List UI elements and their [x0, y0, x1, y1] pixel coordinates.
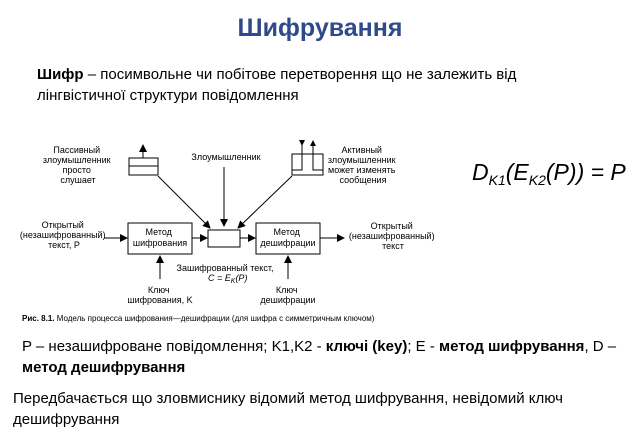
page-title: Шифрування	[237, 14, 403, 42]
assumption-note: Передбачається що зловмиснику відомий ме…	[13, 390, 563, 428]
active-tap-box	[291, 153, 324, 176]
attacker-label: Злоумышленник	[191, 152, 260, 162]
ciphertext-box	[207, 229, 241, 248]
active-arrow	[237, 175, 293, 229]
passive-attacker-label: Пассивный злоумышленник просто слушает	[43, 145, 113, 185]
definition-term: Шифр	[37, 66, 84, 83]
ciphertext-label: Зашифрованный текст,	[177, 263, 274, 273]
cipher-definition: Шифр – посимвольне чи побітове перетворе…	[37, 64, 597, 106]
plaintext-input-label: Открытый (незашифрованный) текст, P	[20, 220, 108, 250]
active-attacker-label: Активный злоумышленник может изменять со…	[328, 145, 398, 185]
symbol-legend: P – незашифроване повідомлення; K1,K2 - …	[22, 338, 617, 376]
decryption-method-label: Метод дешифрации	[260, 227, 315, 248]
definition-text: – посимвольне чи побітове перетворення щ…	[37, 66, 517, 104]
decryption-method-box	[255, 222, 321, 255]
passive-arrow	[157, 175, 211, 229]
ciphertext-formula: C = EK(P)	[208, 273, 247, 285]
plaintext-output-label: Открытый (незашифрованный) текст	[349, 221, 437, 251]
encryption-key-label: Ключ шифрования, K	[127, 285, 192, 305]
decryption-formula: DK1(EK2(P)) = P	[472, 159, 626, 188]
encryption-method-box	[127, 222, 193, 255]
figure-caption: Рис. 8.1. Модель процесса шифрования—деш…	[22, 314, 375, 323]
decryption-key-label: Ключ дешифрации	[260, 285, 315, 305]
encryption-method-label: Метод шифрования	[133, 227, 187, 248]
